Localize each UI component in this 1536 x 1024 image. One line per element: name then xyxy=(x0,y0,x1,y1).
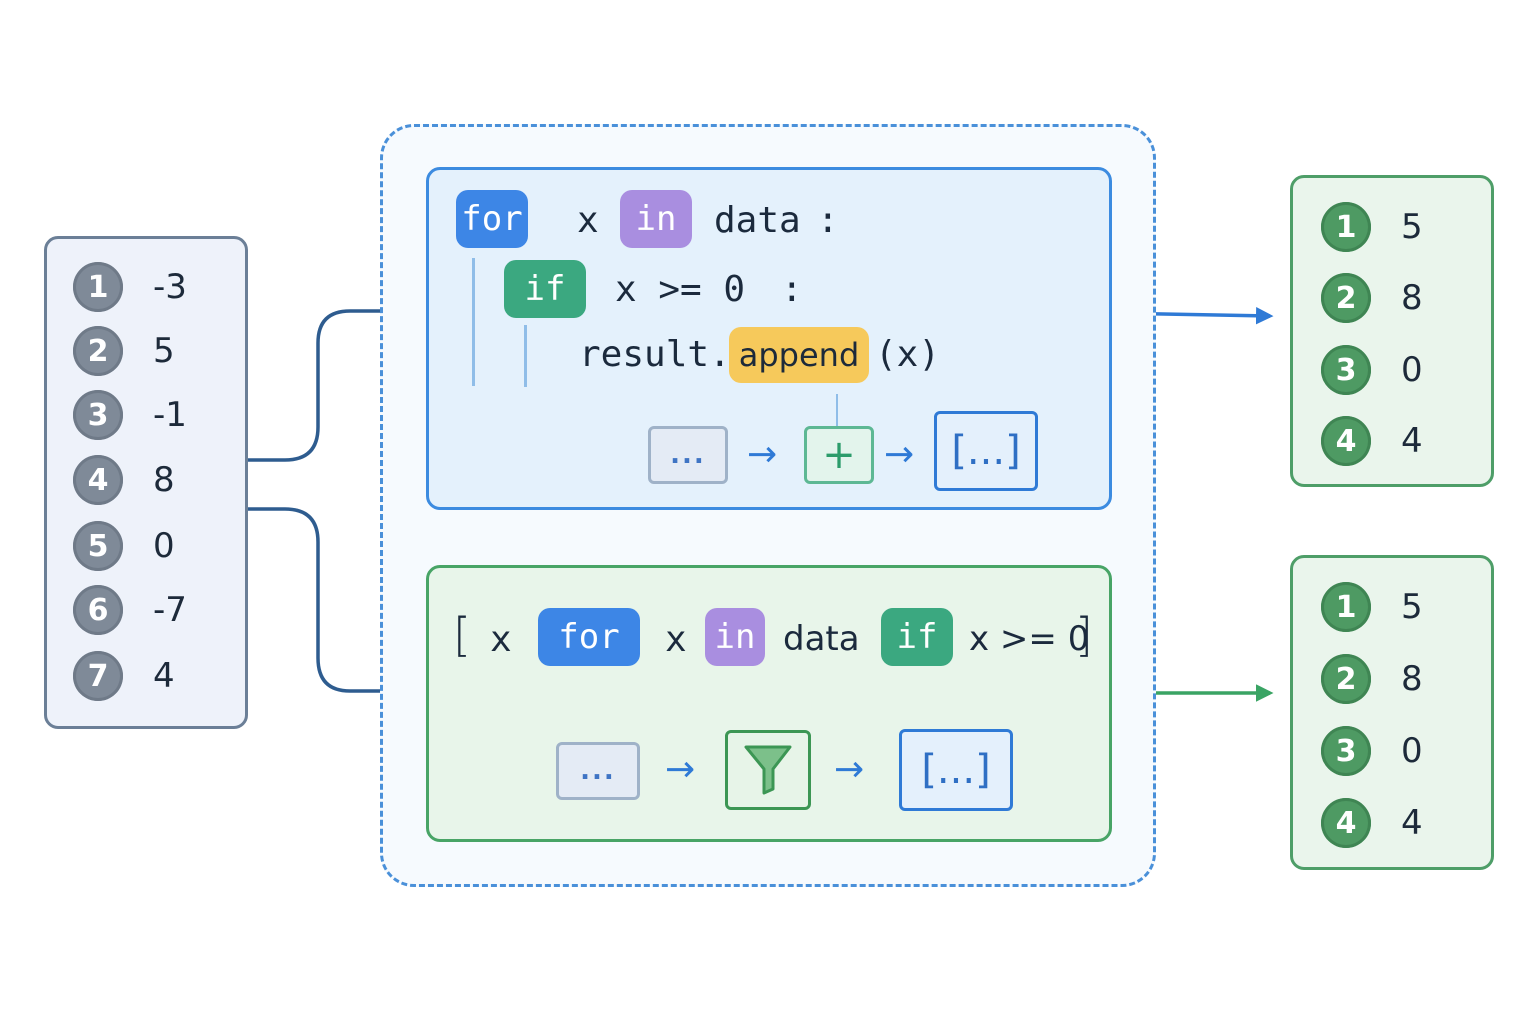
for-loop-panel: for x in data : if x >= 0 : result. appe… xyxy=(426,167,1112,510)
item-value: 4 xyxy=(1401,421,1423,461)
index-badge: 2 xyxy=(73,326,123,376)
plus-icon: + xyxy=(804,426,874,484)
item-value: 5 xyxy=(1401,587,1423,627)
result-list-icon: [...] xyxy=(899,729,1013,811)
open-bracket: [ xyxy=(453,608,471,662)
item-value: 8 xyxy=(153,460,175,500)
item-value: 5 xyxy=(153,331,175,371)
item-value: -1 xyxy=(153,395,187,435)
index-badge: 1 xyxy=(73,262,123,312)
list-item: 2 8 xyxy=(1321,272,1423,324)
index-badge: 4 xyxy=(73,455,123,505)
loop-condition: x >= 0 xyxy=(615,269,746,310)
input-list-panel: 1 -3 2 5 3 -1 4 8 5 0 6 -7 7 4 xyxy=(44,236,248,729)
list-item: 4 4 xyxy=(1321,797,1423,849)
loop-colon: : xyxy=(817,200,839,241)
item-value: -3 xyxy=(153,267,187,307)
item-value: -7 xyxy=(153,590,187,630)
list-item: 3 -1 xyxy=(73,389,187,441)
index-badge: 1 xyxy=(1321,582,1371,632)
index-badge: 3 xyxy=(1321,345,1371,395)
list-item: 4 8 xyxy=(73,454,175,506)
keyword-in: in xyxy=(620,190,692,248)
comprehension-expression: x xyxy=(490,619,512,660)
arrow-right-icon: → xyxy=(747,434,778,475)
loop-output-list: 1 5 2 8 3 0 4 4 xyxy=(1290,175,1494,487)
list-item: 2 8 xyxy=(1321,653,1423,705)
comprehension-output-list: 1 5 2 8 3 0 4 4 xyxy=(1290,555,1494,870)
index-badge: 2 xyxy=(1321,654,1371,704)
result-list-icon: [...] xyxy=(934,411,1038,491)
item-value: 0 xyxy=(153,526,175,566)
list-item: 3 0 xyxy=(1321,344,1423,396)
input-to-loop-arrow xyxy=(248,302,406,462)
index-badge: 3 xyxy=(73,390,123,440)
arrow-right-icon: → xyxy=(884,434,915,475)
comprehension-variable: x xyxy=(665,619,687,660)
keyword-if: if xyxy=(881,608,953,666)
index-badge: 3 xyxy=(1321,726,1371,776)
list-item: 7 4 xyxy=(73,650,175,702)
item-value: 5 xyxy=(1401,207,1423,247)
arrow-right-icon: → xyxy=(665,749,696,790)
comprehension-condition: x >= 0 xyxy=(969,619,1090,659)
element-chip: ... xyxy=(648,426,728,484)
loop-colon: : xyxy=(781,269,803,310)
index-badge: 2 xyxy=(1321,273,1371,323)
input-to-comprehension-arrow xyxy=(248,507,406,700)
keyword-for: for xyxy=(538,608,640,666)
item-value: 4 xyxy=(153,656,175,696)
index-badge: 5 xyxy=(73,521,123,571)
list-item: 1 -3 xyxy=(73,261,187,313)
list-item: 6 -7 xyxy=(73,584,187,636)
index-badge: 1 xyxy=(1321,202,1371,252)
indent-guide xyxy=(524,325,527,387)
index-badge: 4 xyxy=(1321,798,1371,848)
list-item: 5 0 xyxy=(73,520,175,572)
item-value: 0 xyxy=(1401,731,1423,771)
index-badge: 6 xyxy=(73,585,123,635)
close-bracket: ] xyxy=(1075,608,1093,662)
list-item: 1 5 xyxy=(1321,581,1423,633)
indent-guide xyxy=(472,258,475,386)
item-value: 0 xyxy=(1401,350,1423,390)
loop-variable: x xyxy=(577,200,599,241)
item-value: 8 xyxy=(1401,659,1423,699)
index-badge: 4 xyxy=(1321,416,1371,466)
append-args: (x) xyxy=(875,334,941,375)
filter-funnel-icon xyxy=(725,730,811,810)
item-value: 4 xyxy=(1401,803,1423,843)
list-item: 1 5 xyxy=(1321,201,1423,253)
index-badge: 7 xyxy=(73,651,123,701)
loop-iterable: data xyxy=(714,200,801,241)
append-connector xyxy=(836,394,838,428)
list-comprehension-panel: [ x for x in data if x >= 0 ] ... → → [.… xyxy=(426,565,1112,842)
comprehension-iterable: data xyxy=(783,619,860,659)
item-value: 8 xyxy=(1401,278,1423,318)
keyword-for: for xyxy=(456,190,528,248)
keyword-in: in xyxy=(705,608,765,666)
element-chip: ... xyxy=(556,742,640,800)
arrow-right-icon: → xyxy=(834,749,865,790)
list-item: 2 5 xyxy=(73,325,175,377)
list-item: 4 4 xyxy=(1321,415,1423,467)
result-object: result. xyxy=(579,334,731,375)
list-item: 3 0 xyxy=(1321,725,1423,777)
append-method: append xyxy=(729,327,869,383)
keyword-if: if xyxy=(504,260,586,318)
